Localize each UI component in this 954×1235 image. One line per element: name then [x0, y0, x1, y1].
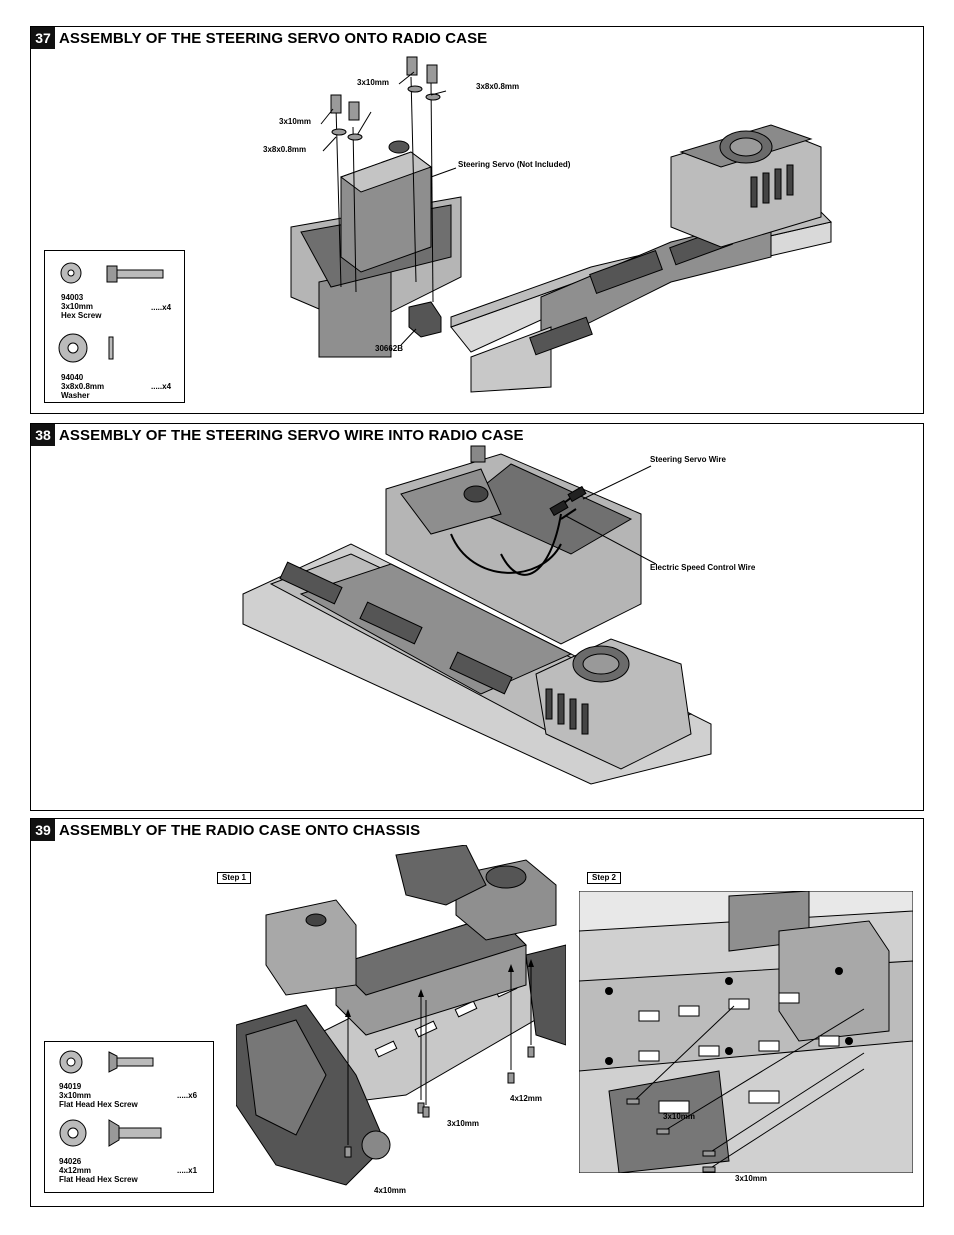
step-title: ASSEMBLY OF THE RADIO CASE ONTO CHASSIS	[59, 822, 421, 839]
flat-head-screw-icon	[108, 1119, 162, 1147]
callout-step2-3x10-b: 3x10mm	[735, 1174, 768, 1183]
callout-step1-4x10: 4x10mm	[374, 1186, 407, 1195]
part-94026-qty: .....x1	[177, 1166, 198, 1175]
flat-head-screw-icon	[108, 1051, 154, 1073]
step-number: 37	[31, 27, 55, 49]
step-number: 39	[31, 819, 55, 841]
callout-steering-servo: Steering Servo (Not Included)	[458, 160, 571, 169]
chassis-step1-illustration	[236, 845, 566, 1186]
step-title: ASSEMBLY OF THE STEERING SERVO ONTO RADI…	[59, 30, 488, 47]
servo-radio-case-illustration	[290, 56, 832, 393]
callout-step1-4x12: 4x12mm	[510, 1094, 543, 1103]
step-2-badge: Step 2	[587, 872, 622, 884]
part-94040-qty: .....x4	[151, 382, 172, 391]
part-94003-qty: .....x4	[151, 303, 172, 312]
step-39-panel: 39 ASSEMBLY OF THE RADIO CASE ONTO CHASS…	[30, 818, 924, 1207]
callout-washer-left: 3x8x0.8mm	[263, 145, 307, 154]
callout-mount-30662b: 30662B	[375, 344, 404, 353]
washer-icon	[60, 262, 82, 284]
callout-step1-3x10: 3x10mm	[447, 1119, 480, 1128]
callout-esc-wire: Electric Speed Control Wire	[650, 563, 756, 572]
step-38-panel: 38 ASSEMBLY OF THE STEERING SERVO WIRE I…	[30, 423, 924, 811]
washer-icon	[59, 1050, 83, 1074]
callout-washer-top: 3x8x0.8mm	[476, 82, 520, 91]
step-37-panel: 37 ASSEMBLY OF THE STEERING SERVO ONTO R…	[30, 26, 924, 414]
washer-icon	[58, 333, 114, 363]
callout-step2-3x10-a: 3x10mm	[663, 1112, 696, 1121]
callout-steering-servo-wire: Steering Servo Wire	[650, 455, 726, 464]
part-94019-qty: .....x6	[177, 1091, 198, 1100]
step-number: 38	[31, 424, 55, 446]
step-1-badge: Step 1	[217, 872, 252, 884]
callout-screw-3x10-left: 3x10mm	[279, 117, 312, 126]
washer-icon	[59, 1119, 87, 1147]
servo-wire-illustration	[242, 445, 712, 785]
hex-screw-icon	[106, 265, 164, 283]
callout-screw-3x10-top: 3x10mm	[357, 78, 390, 87]
step-title: ASSEMBLY OF THE STEERING SERVO WIRE INTO…	[59, 427, 524, 444]
chassis-step2-illustration	[579, 891, 913, 1173]
